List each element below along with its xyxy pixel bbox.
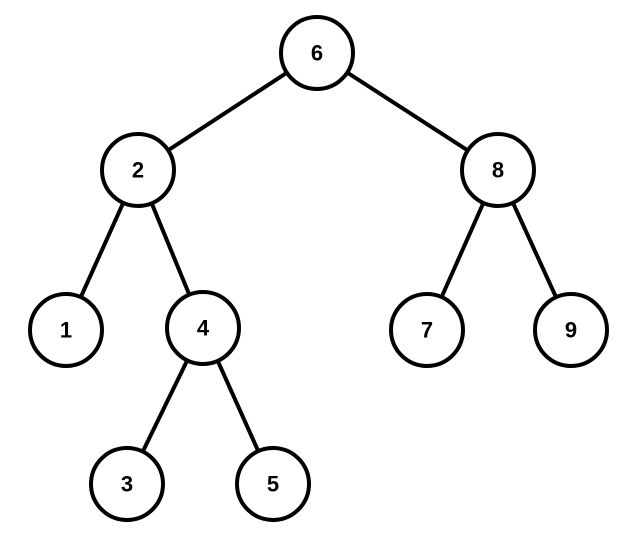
node-4: 4 [167, 292, 239, 364]
node-1-label: 1 [60, 318, 72, 343]
node-4-label: 4 [197, 316, 210, 341]
node-5: 5 [237, 448, 309, 520]
node-3: 3 [91, 448, 163, 520]
node-9-label: 9 [565, 318, 577, 343]
node-2: 2 [102, 134, 174, 206]
node-7: 7 [391, 294, 463, 366]
node-3-label: 3 [121, 472, 133, 497]
node-8-label: 8 [492, 158, 504, 183]
node-6-label: 6 [311, 41, 323, 66]
tree-edges [66, 53, 571, 484]
node-1: 1 [30, 294, 102, 366]
node-9: 9 [535, 294, 607, 366]
node-2-label: 2 [132, 158, 144, 183]
tree-nodes: 6 2 8 1 4 7 9 3 [30, 17, 607, 520]
node-8: 8 [462, 134, 534, 206]
node-7-label: 7 [421, 318, 433, 343]
node-6: 6 [281, 17, 353, 89]
node-5-label: 5 [267, 472, 279, 497]
